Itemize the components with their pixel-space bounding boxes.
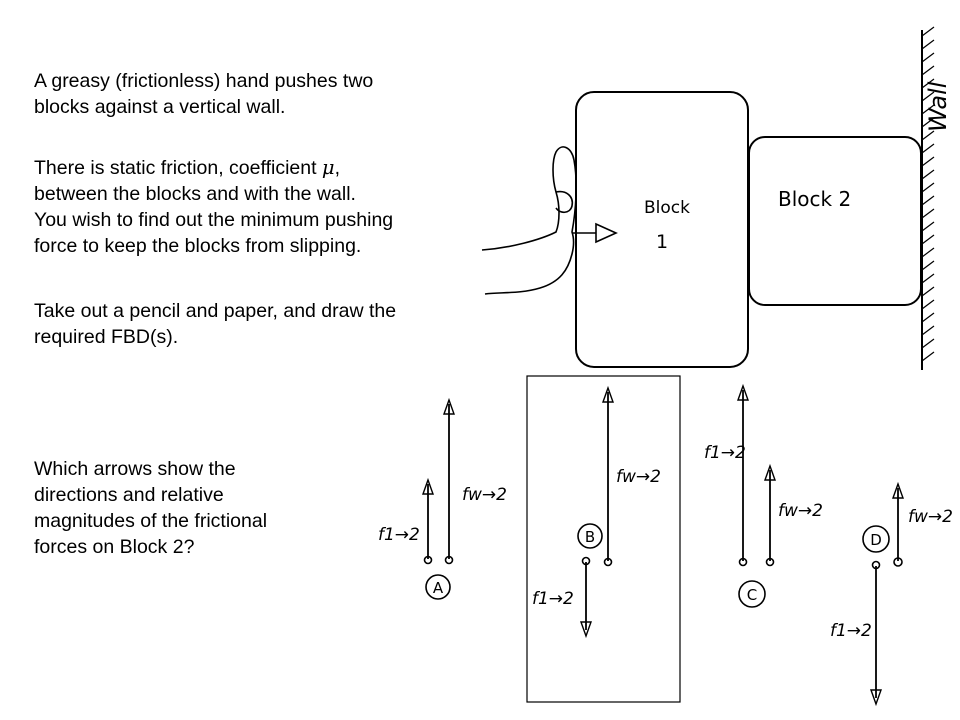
- push-arrow-head: [595, 222, 618, 244]
- label-fw2: fw→2: [908, 507, 953, 527]
- wall-hatch-mark: [921, 312, 935, 323]
- wall-hatch-mark: [921, 104, 935, 115]
- mu-symbol: μ: [321, 156, 335, 179]
- arrow-fw2: [892, 481, 904, 567]
- wall-hatch-mark: [921, 195, 935, 206]
- option-d-circle: [862, 525, 890, 553]
- text-line: forces on Block 2?: [34, 536, 195, 558]
- wall-hatch-mark: [921, 338, 935, 349]
- text-line: There is static friction, coefficient μ,: [34, 155, 393, 181]
- question-text: Which arrows show the directions and rel…: [34, 456, 267, 560]
- text-line: required FBD(s).: [34, 326, 179, 348]
- block-1-outline: [575, 91, 749, 368]
- hand-outline: [481, 146, 577, 295]
- wall-hatch-mark: [921, 182, 935, 193]
- block-2: Block 2: [748, 136, 922, 306]
- problem-paragraph-1: A greasy (frictionless) hand pushes two …: [34, 68, 373, 120]
- text-fragment: There is static friction, coefficient: [34, 157, 322, 179]
- text-line: between the blocks and with the wall.: [34, 183, 356, 205]
- wall-hatch-mark: [921, 52, 935, 63]
- text-line: directions and relative: [34, 484, 224, 506]
- problem-paragraph-2: There is static friction, coefficient μ,…: [34, 155, 393, 259]
- wall-hatch-mark: [921, 130, 935, 141]
- option-c-circle: [738, 580, 766, 608]
- wall-hatch-mark: [921, 91, 935, 102]
- option-b: fw→2 f1→2 B: [532, 385, 661, 639]
- wall-hatch-mark: [921, 65, 935, 76]
- block-1: Block 1: [575, 91, 749, 368]
- arrow-f12: [580, 556, 592, 639]
- wall-hatch-mark: [921, 26, 935, 37]
- text-fragment: ,: [334, 157, 341, 179]
- label-f12: f1→2: [532, 589, 574, 609]
- block-2-outline: [748, 136, 922, 306]
- text-line: A greasy (frictionless) hand pushes two: [34, 70, 374, 92]
- option-b-box: [526, 375, 681, 703]
- option-c: f1→2 fw→2 C: [704, 383, 823, 608]
- wall-hatch-mark: [921, 143, 935, 154]
- option-a-letter: A: [433, 579, 444, 597]
- wall-hatch-mark: [921, 286, 935, 297]
- option-b-circle: [577, 523, 603, 549]
- wall-hatch-mark: [921, 299, 935, 310]
- label-f12: f1→2: [830, 621, 872, 641]
- text-line: force to keep the blocks from slipping.: [34, 235, 362, 257]
- wall: Wall: [921, 26, 952, 370]
- text-line: Which arrows show the: [34, 458, 236, 480]
- wall-hatch-mark: [921, 273, 935, 284]
- hand-thumb: [555, 190, 574, 214]
- option-b-letter: B: [585, 528, 595, 546]
- wall-hatch-mark: [921, 39, 935, 50]
- option-d-letter: D: [870, 531, 882, 549]
- option-a: f1→2 fw→2 A: [378, 397, 507, 600]
- wall-hatch-mark: [921, 117, 935, 128]
- text-line: magnitudes of the frictional: [34, 510, 268, 532]
- wall-hatch-mark: [921, 247, 935, 258]
- arrow-f12: [870, 560, 882, 707]
- block-2-label: Block 2: [778, 187, 851, 211]
- text-line: You wish to find out the minimum pushing: [34, 209, 394, 231]
- label-fw2: fw→2: [778, 501, 823, 521]
- label-f12: f1→2: [704, 443, 746, 463]
- wall-hatch-mark: [921, 234, 935, 245]
- block-1-label: Block: [644, 198, 690, 218]
- option-c-letter: C: [747, 586, 757, 604]
- wall-hatch-mark: [921, 351, 935, 362]
- arrow-fw2: [764, 463, 776, 567]
- wall-hatch-mark: [921, 221, 935, 232]
- arrow-f12: [737, 383, 749, 567]
- hand-illustration: [481, 146, 618, 295]
- text-line: blocks against a vertical wall.: [34, 96, 286, 118]
- block-1-number: 1: [656, 231, 668, 253]
- wall-hatch-mark: [921, 325, 935, 336]
- arrow-f12: [422, 477, 434, 565]
- wall-label: Wall: [924, 81, 952, 132]
- option-a-circle: [425, 574, 451, 600]
- wall-hatch-mark: [921, 208, 935, 219]
- problem-paragraph-3: Take out a pencil and paper, and draw th…: [34, 298, 396, 350]
- label-fw2: fw→2: [616, 467, 661, 487]
- label-f12: f1→2: [378, 525, 420, 545]
- wall-hatch-mark: [921, 260, 935, 271]
- wall-hatch-mark: [921, 169, 935, 180]
- text-line: Take out a pencil and paper, and draw th…: [34, 300, 397, 322]
- wall-hatch-mark: [921, 78, 935, 89]
- arrow-fw2: [602, 385, 614, 567]
- label-fw2: fw→2: [462, 485, 507, 505]
- wall-hatch-mark: [921, 156, 935, 167]
- option-d: fw→2 f1→2 D: [830, 481, 953, 707]
- wall-hatching: [921, 26, 935, 362]
- arrow-fw2: [443, 397, 455, 565]
